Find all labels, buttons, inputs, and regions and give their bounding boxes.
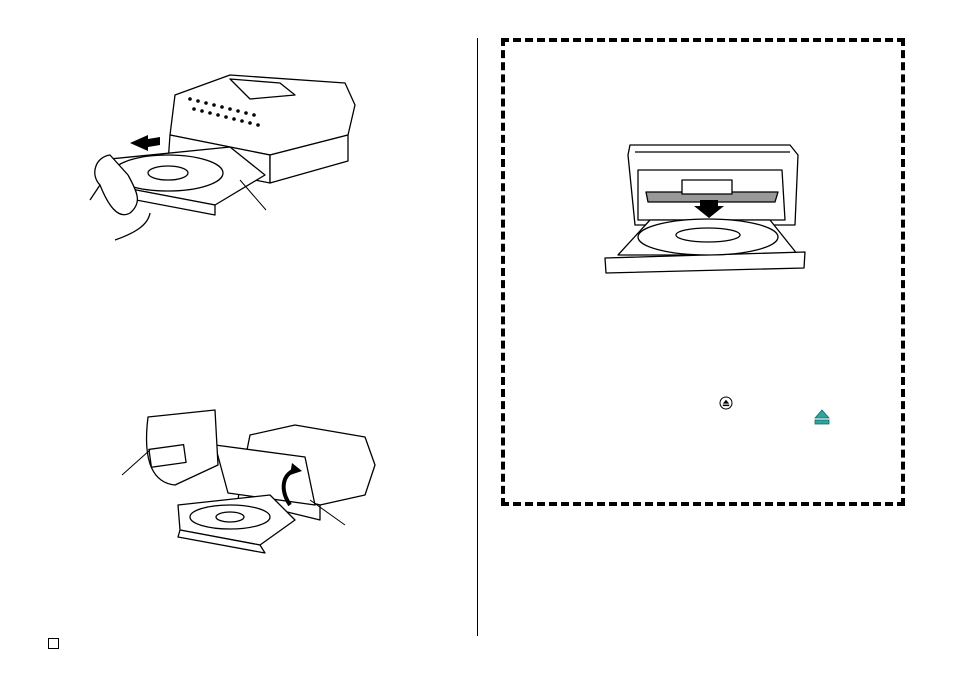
column-divider	[477, 38, 478, 636]
eject-key-icon	[814, 409, 830, 425]
eject-button-icon	[719, 396, 733, 410]
page-number-box	[48, 638, 59, 649]
printer-cassette-illustration	[121, 409, 376, 554]
printer-tray-pull-illustration	[89, 74, 356, 241]
note-frame	[501, 38, 905, 506]
open-cover-tray-illustration	[604, 144, 806, 274]
